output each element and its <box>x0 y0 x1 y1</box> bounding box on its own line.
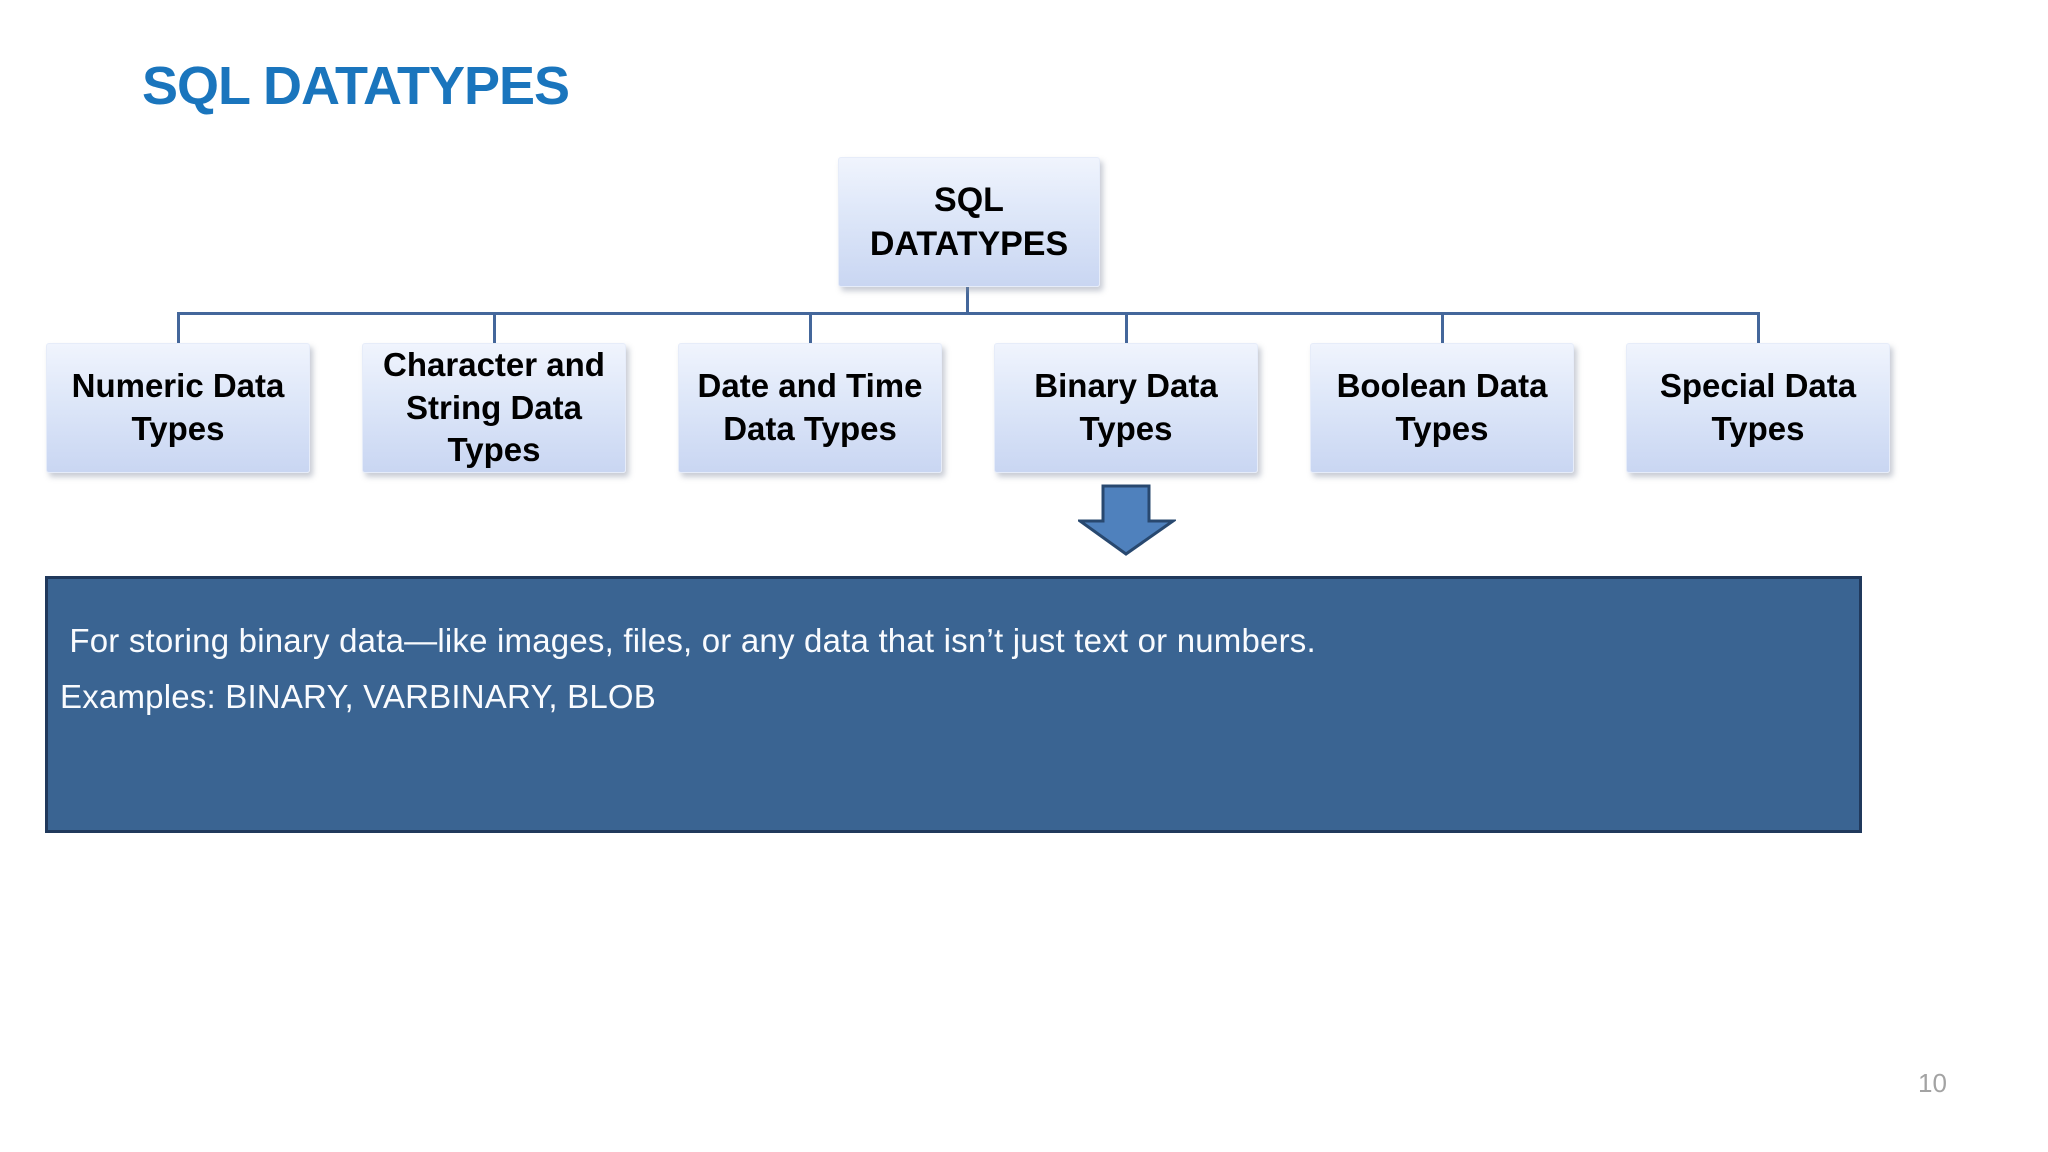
diagram-node-binary: Binary Data Types <box>994 343 1258 473</box>
connector-stub <box>1441 312 1444 345</box>
down-arrow-icon <box>1078 484 1176 556</box>
diagram-node-character-string: Character and String Data Types <box>362 343 626 473</box>
binary-callout-box: For storing binary data—like images, fil… <box>45 576 1862 833</box>
diagram-node-date-time: Date and Time Data Types <box>678 343 942 473</box>
connector-stub <box>1125 312 1128 345</box>
slide-title: SQL DATATYPES <box>142 56 570 116</box>
connector-stub <box>809 312 812 345</box>
connector-stub <box>1757 312 1760 345</box>
page-number: 10 <box>1918 1068 1947 1098</box>
down-arrow-shape <box>1078 484 1176 556</box>
callout-examples: Examples: BINARY, VARBINARY, BLOB <box>60 678 656 715</box>
diagram-node-root: SQL DATATYPES <box>838 157 1100 287</box>
diagram-node-boolean: Boolean Data Types <box>1310 343 1574 473</box>
connector-root-vertical <box>966 286 969 314</box>
diagram-node-numeric: Numeric Data Types <box>46 343 310 473</box>
callout-description: For storing binary data—like images, fil… <box>60 622 1316 659</box>
connector-horizontal <box>177 312 1760 315</box>
connector-stub <box>177 312 180 345</box>
connector-stub <box>493 312 496 345</box>
diagram-node-special: Special Data Types <box>1626 343 1890 473</box>
